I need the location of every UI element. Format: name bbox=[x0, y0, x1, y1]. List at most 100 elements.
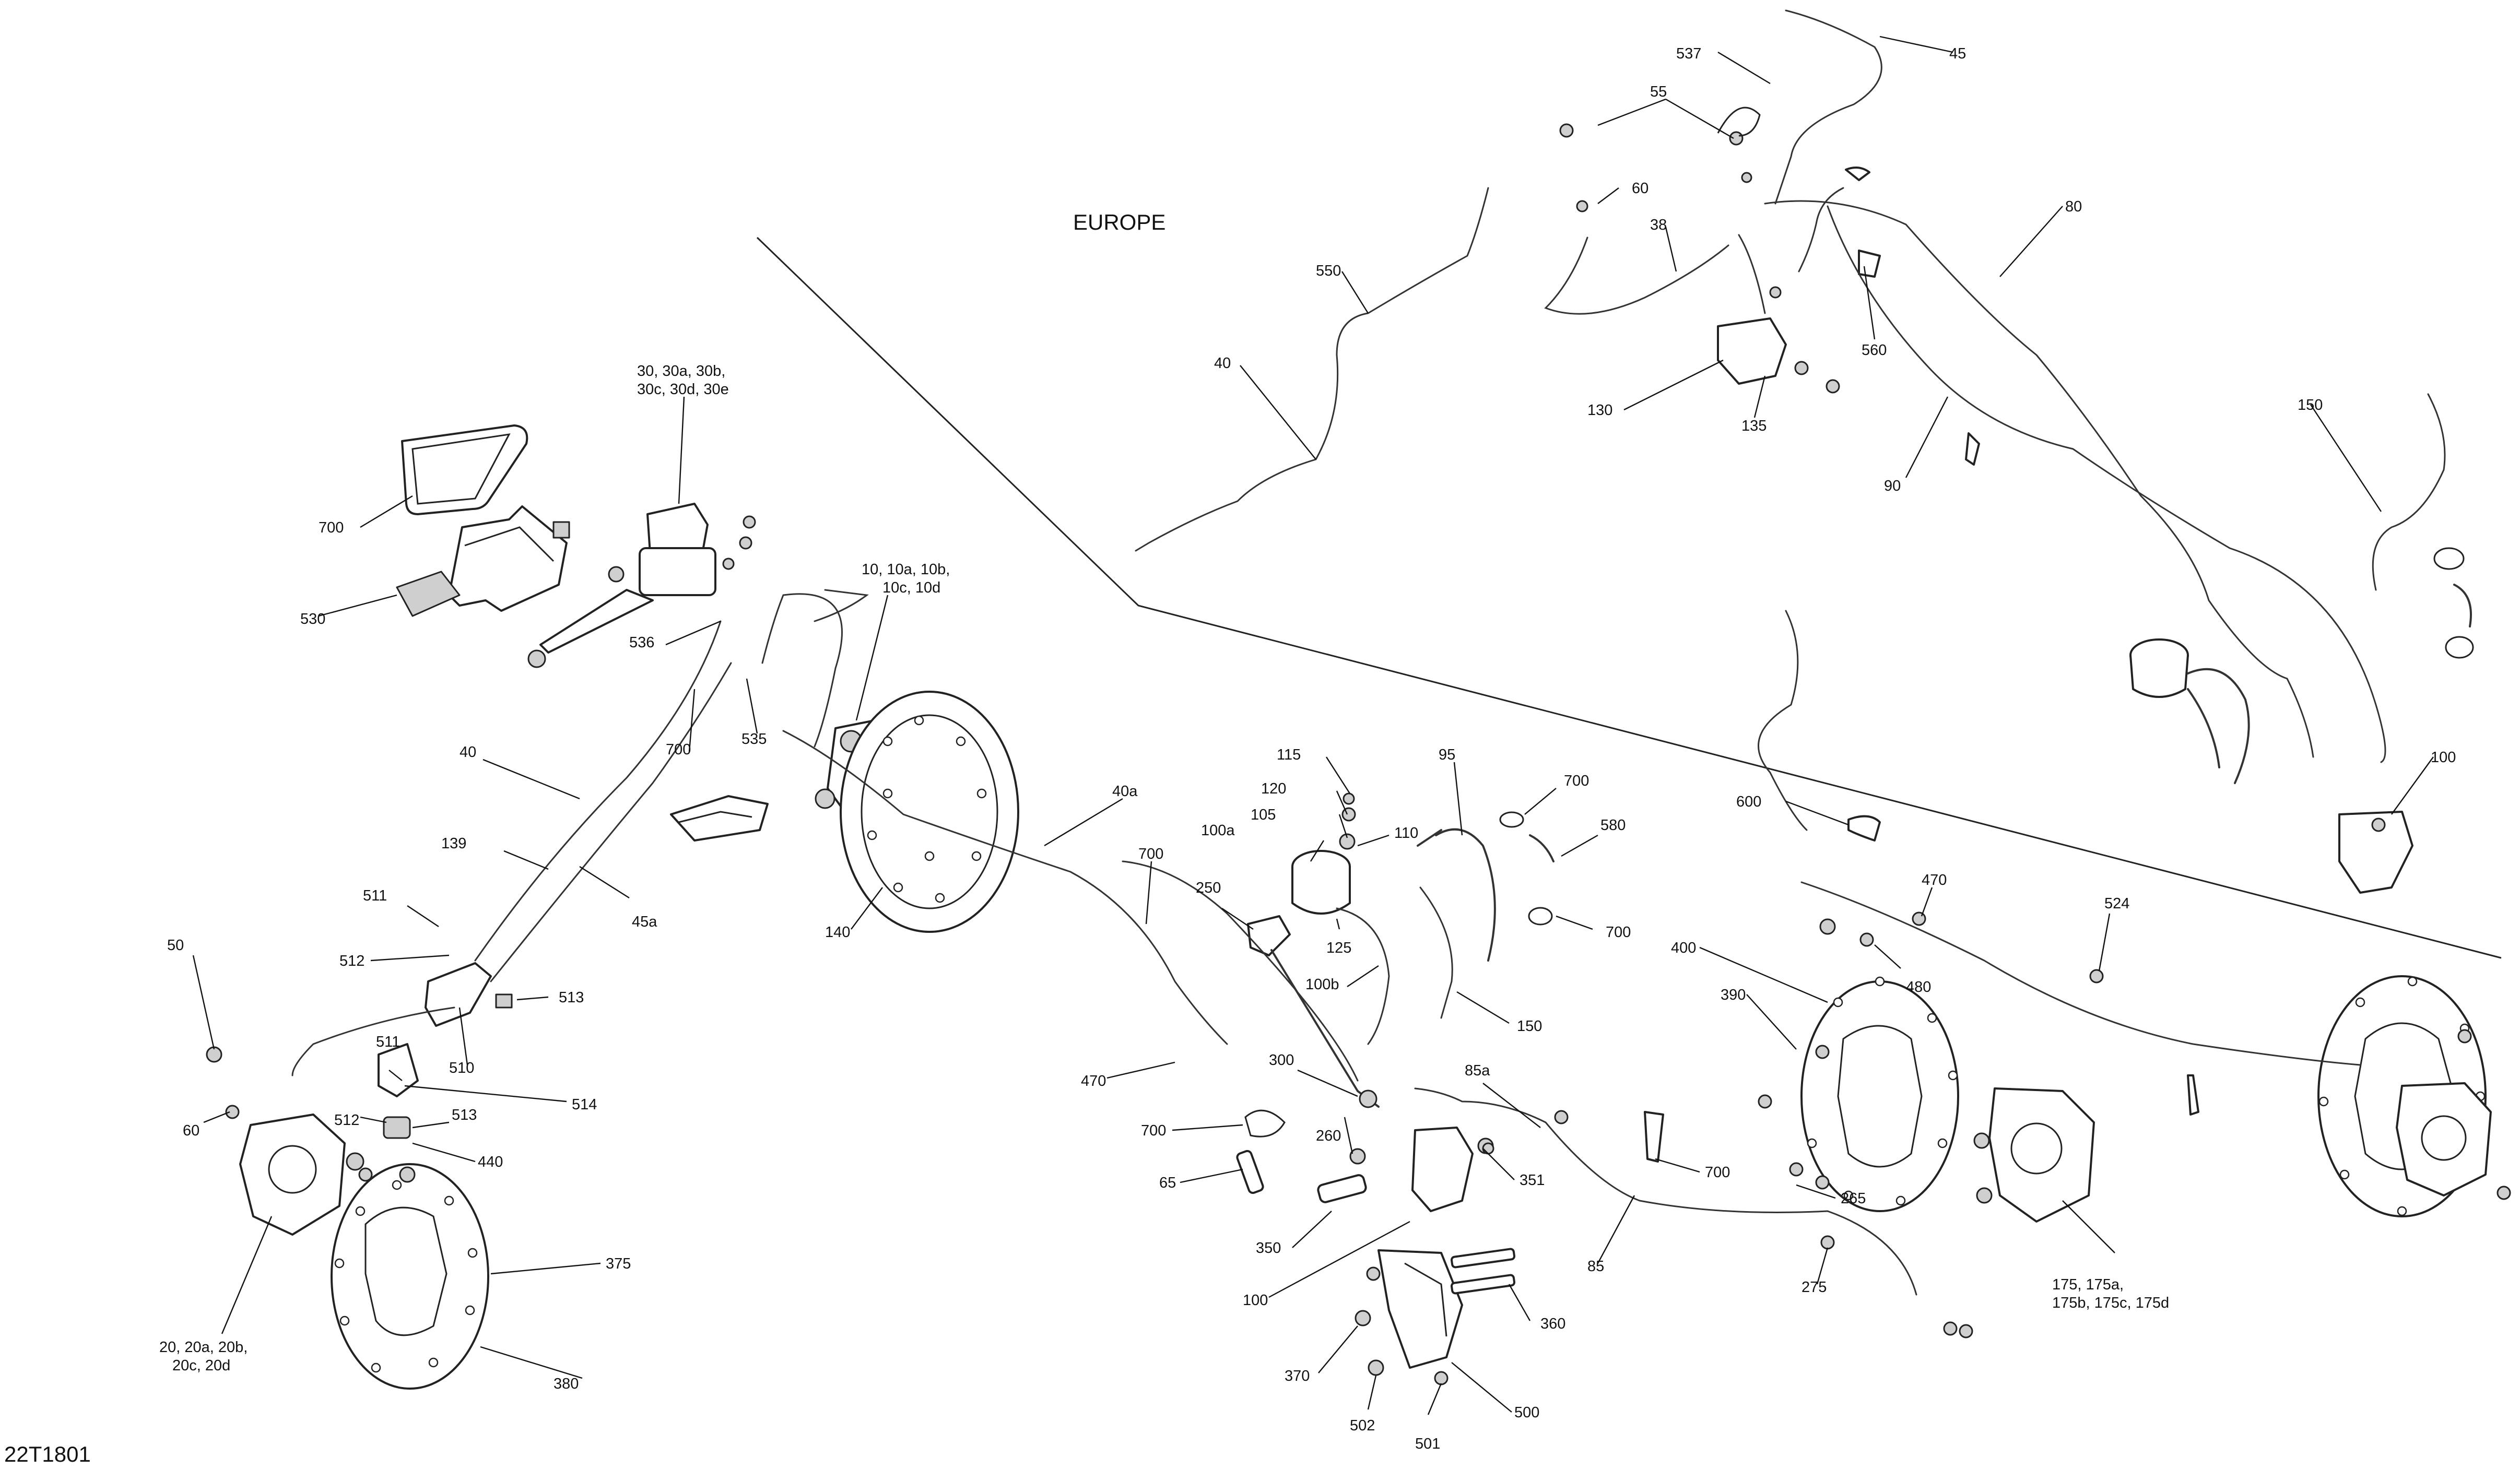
brake-lines bbox=[291, 9, 2446, 1296]
callout-120: 120 bbox=[1261, 780, 1286, 797]
callout-30-line1: 30, 30a, 30b, bbox=[637, 363, 725, 380]
callout-535: 535 bbox=[741, 731, 767, 748]
callout-40-europe: 40 bbox=[1214, 355, 1231, 372]
labels: EUROPE 45 537 55 60 38 550 40 130 135 56… bbox=[4, 45, 2456, 1466]
callout-110: 110 bbox=[1394, 825, 1418, 842]
callout-700-c: 700 bbox=[1138, 846, 1163, 862]
callout-130: 130 bbox=[1587, 402, 1612, 419]
callout-60-left: 60 bbox=[183, 1122, 199, 1139]
callout-700-d: 700 bbox=[1564, 773, 1589, 789]
callout-380: 380 bbox=[554, 1376, 579, 1392]
callout-351: 351 bbox=[1520, 1172, 1545, 1189]
callout-360: 360 bbox=[1540, 1316, 1565, 1332]
callout-10-line1: 10, 10a, 10b, bbox=[862, 561, 950, 578]
callout-20-line1: 20, 20a, 20b, bbox=[159, 1339, 248, 1356]
callout-530: 530 bbox=[300, 611, 325, 627]
hand-guard-cover bbox=[401, 424, 528, 515]
hose-150-center bbox=[1419, 886, 1453, 1019]
callout-513-a: 513 bbox=[559, 989, 584, 1006]
europe-caliper-bracket bbox=[2338, 811, 2413, 894]
callout-700-a: 700 bbox=[319, 519, 344, 536]
lever-assembly bbox=[670, 795, 769, 842]
leader-lines bbox=[192, 35, 2434, 1415]
callout-40a: 40a bbox=[1112, 783, 1138, 800]
callout-139: 139 bbox=[441, 835, 466, 852]
callout-700-g: 700 bbox=[1705, 1164, 1730, 1181]
europe-abs-module bbox=[1717, 286, 1840, 394]
callout-105: 105 bbox=[1251, 807, 1276, 823]
callout-10-line2: 10c, 10d bbox=[882, 579, 940, 596]
callout-260: 260 bbox=[1316, 1128, 1341, 1144]
callout-536: 536 bbox=[629, 634, 654, 651]
callout-250: 250 bbox=[1196, 880, 1221, 896]
europe-reservoir bbox=[2129, 638, 2250, 784]
callout-150-center: 150 bbox=[1517, 1018, 1542, 1035]
callout-512-b: 512 bbox=[334, 1112, 359, 1129]
callout-30-line2: 30c, 30d, 30e bbox=[637, 381, 729, 398]
brake-pedal-assembly bbox=[1247, 915, 1494, 1212]
callout-100: 100 bbox=[1243, 1292, 1268, 1309]
handlebar-bracket bbox=[396, 505, 570, 617]
callout-140: 140 bbox=[825, 924, 850, 941]
callout-700-f: 700 bbox=[1141, 1122, 1166, 1139]
callout-600: 600 bbox=[1736, 793, 1761, 810]
callout-60: 60 bbox=[1632, 180, 1648, 197]
callout-480: 480 bbox=[1906, 979, 1931, 996]
hose-100b bbox=[1336, 907, 1390, 1045]
region-label: EUROPE bbox=[1073, 210, 1165, 234]
callout-700-b: 700 bbox=[666, 741, 691, 758]
clamp-rings-center bbox=[1499, 811, 1555, 926]
diagram-code: 22T1801 bbox=[4, 1442, 91, 1466]
callout-275: 275 bbox=[1801, 1279, 1827, 1296]
master-cylinder-assembly bbox=[527, 503, 756, 668]
callout-550: 550 bbox=[1316, 263, 1341, 279]
callout-300: 300 bbox=[1269, 1052, 1294, 1069]
callout-560: 560 bbox=[1862, 342, 1887, 359]
callout-512-a: 512 bbox=[339, 953, 364, 969]
callout-85: 85 bbox=[1587, 1258, 1604, 1275]
caliper-far-right bbox=[2396, 1029, 2511, 1200]
callout-514: 514 bbox=[572, 1096, 597, 1113]
callout-115: 115 bbox=[1277, 747, 1301, 763]
callout-135: 135 bbox=[1741, 418, 1767, 434]
callout-510: 510 bbox=[449, 1060, 474, 1076]
callout-38: 38 bbox=[1650, 217, 1667, 233]
callout-265: 265 bbox=[1841, 1190, 1866, 1207]
callout-524: 524 bbox=[2104, 895, 2129, 912]
callout-85a: 85a bbox=[1465, 1062, 1490, 1079]
callout-470-center: 470 bbox=[1081, 1073, 1106, 1089]
hose-95 bbox=[1417, 828, 1496, 962]
callout-45: 45 bbox=[1949, 45, 1966, 62]
callout-500: 500 bbox=[1514, 1404, 1539, 1421]
callout-502: 502 bbox=[1350, 1417, 1375, 1434]
small-parts-right bbox=[1554, 815, 2199, 1338]
banjo-fitting-65 bbox=[1236, 1109, 1286, 1194]
callout-440: 440 bbox=[478, 1154, 503, 1170]
brake-disc-left bbox=[331, 1163, 489, 1390]
callout-50: 50 bbox=[167, 937, 184, 954]
callout-100-europe: 100 bbox=[2431, 749, 2456, 766]
callout-100a: 100a bbox=[1201, 822, 1235, 839]
callout-511-b: 511 bbox=[376, 1034, 400, 1050]
callout-125: 125 bbox=[1326, 940, 1351, 956]
callout-537: 537 bbox=[1676, 45, 1701, 62]
callout-40: 40 bbox=[460, 744, 476, 761]
callout-45a: 45a bbox=[632, 914, 657, 930]
callout-90: 90 bbox=[1884, 478, 1901, 494]
callout-511-a: 511 bbox=[363, 887, 387, 904]
callout-65: 65 bbox=[1159, 1175, 1176, 1191]
callout-501: 501 bbox=[1415, 1436, 1440, 1452]
callout-400: 400 bbox=[1671, 940, 1696, 956]
callout-513-b: 513 bbox=[452, 1107, 477, 1123]
callout-20-line2: 20c, 20d bbox=[172, 1357, 230, 1374]
callout-95: 95 bbox=[1439, 747, 1455, 763]
reservoir-assembly bbox=[1291, 792, 1356, 915]
brake-disc-center bbox=[840, 691, 1019, 933]
caliper-left bbox=[239, 1113, 416, 1236]
pedal-bracket bbox=[1355, 1248, 1516, 1385]
callout-80: 80 bbox=[2065, 198, 2082, 215]
section-divider bbox=[756, 236, 2502, 959]
brake-disc-right-middle bbox=[1800, 976, 1959, 1212]
caliper-right-middle bbox=[1973, 1087, 2095, 1223]
